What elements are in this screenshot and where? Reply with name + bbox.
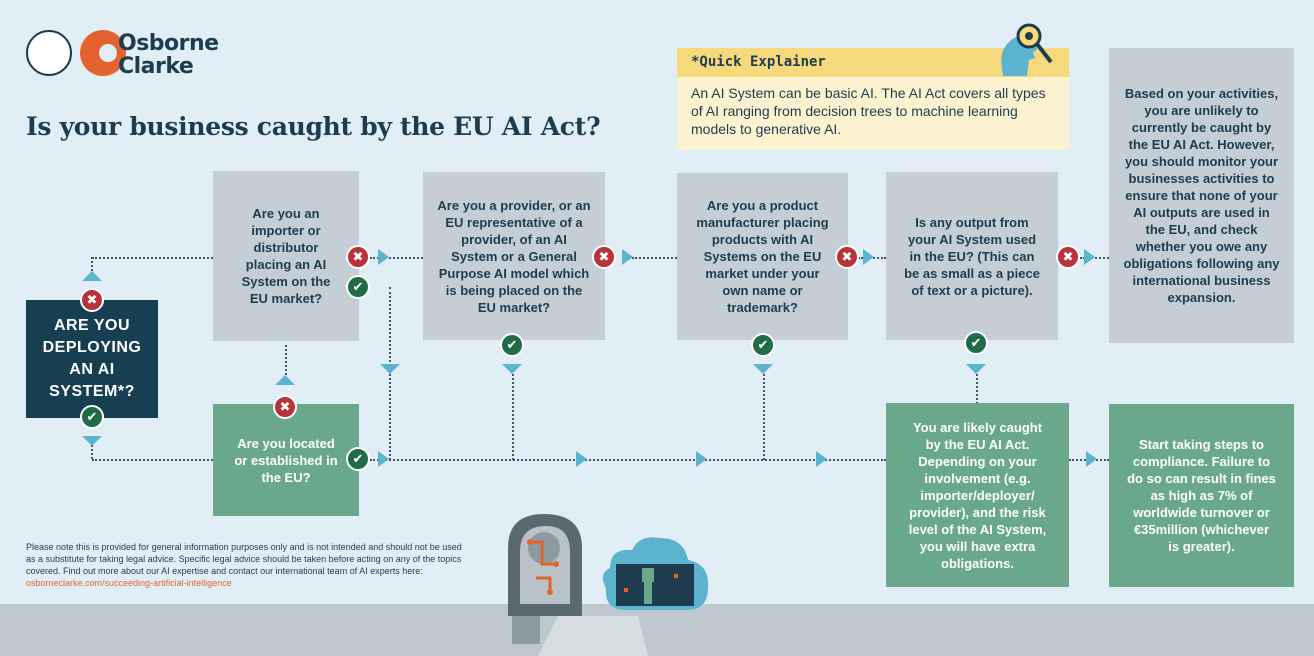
connector <box>285 345 287 375</box>
outcome-caught: You are likely caught by the EU AI Act. … <box>886 403 1069 587</box>
no-cross-icon: ✖ <box>1056 245 1080 269</box>
yes-check-icon: ✔ <box>500 333 524 357</box>
arrow-down-icon <box>753 364 773 374</box>
question-manufacturer: Are you a product manufacturer placing p… <box>677 173 848 340</box>
disclaimer: Please note this is provided for general… <box>26 541 466 589</box>
connector <box>976 374 978 404</box>
disclaimer-text: Please note this is provided for general… <box>26 542 462 576</box>
question-provider: Are you a provider, or an EU representat… <box>423 172 605 340</box>
yes-check-icon: ✔ <box>80 405 104 429</box>
logo-cutout <box>99 44 117 62</box>
connector <box>512 374 514 460</box>
connector <box>91 445 93 459</box>
no-cross-icon: ✖ <box>80 288 104 312</box>
connector <box>370 257 423 259</box>
arrow-right-icon <box>622 249 633 265</box>
arrow-right-icon <box>576 451 587 467</box>
arrow-up-icon <box>82 271 102 281</box>
arrow-right-icon <box>863 249 874 265</box>
arrow-right-icon <box>1084 249 1095 265</box>
arrow-down-icon <box>966 364 986 374</box>
connector <box>389 374 391 460</box>
arrow-right-icon <box>1086 451 1097 467</box>
connector <box>91 257 93 271</box>
start-box: ARE YOU DEPLOYING AN AI SYSTEM*? <box>26 300 158 418</box>
connector <box>370 459 886 461</box>
logo <box>26 30 206 80</box>
yes-check-icon: ✔ <box>346 275 370 299</box>
page-title: Is your business caught by the EU AI Act… <box>26 112 601 141</box>
brand-line1: Osborne <box>118 31 219 56</box>
connector <box>632 257 677 259</box>
no-cross-icon: ✖ <box>592 245 616 269</box>
arrow-up-icon <box>275 375 295 385</box>
question-output: Is any output from your AI System used i… <box>886 172 1058 340</box>
no-cross-icon: ✖ <box>273 395 297 419</box>
arrow-down-icon <box>380 364 400 374</box>
connector <box>92 459 213 461</box>
footer-band <box>0 604 1314 656</box>
disclaimer-link[interactable]: osborneclarke.com/succeeding-artificial-… <box>26 578 232 588</box>
outcome-not-caught: Based on your activities, you are unlike… <box>1109 48 1294 343</box>
brand-line2: Clarke <box>118 54 194 79</box>
brand-name: Osborne Clarke <box>118 32 219 78</box>
connector <box>92 257 213 259</box>
connector <box>389 287 391 362</box>
arrow-right-icon <box>378 451 389 467</box>
arrow-right-icon <box>378 249 389 265</box>
connector <box>763 374 765 460</box>
arrow-right-icon <box>696 451 707 467</box>
yes-check-icon: ✔ <box>346 447 370 471</box>
ai-illustration <box>508 514 709 656</box>
arrow-right-icon <box>816 451 827 467</box>
explainer-body: An AI System can be basic AI. The AI Act… <box>691 85 1046 137</box>
no-cross-icon: ✖ <box>835 245 859 269</box>
arrow-down-icon <box>82 436 102 446</box>
logo-circle-icon <box>26 30 72 76</box>
yes-check-icon: ✔ <box>751 333 775 357</box>
yes-check-icon: ✔ <box>964 331 988 355</box>
outcome-steps: Start taking steps to compliance. Failur… <box>1109 404 1294 587</box>
question-located: Are you located or established in the EU… <box>213 404 359 516</box>
no-cross-icon: ✖ <box>346 245 370 269</box>
question-importer: Are you an importer or distributor placi… <box>213 171 359 341</box>
head-magnifier-icon <box>1001 23 1053 76</box>
arrow-down-icon <box>502 364 522 374</box>
